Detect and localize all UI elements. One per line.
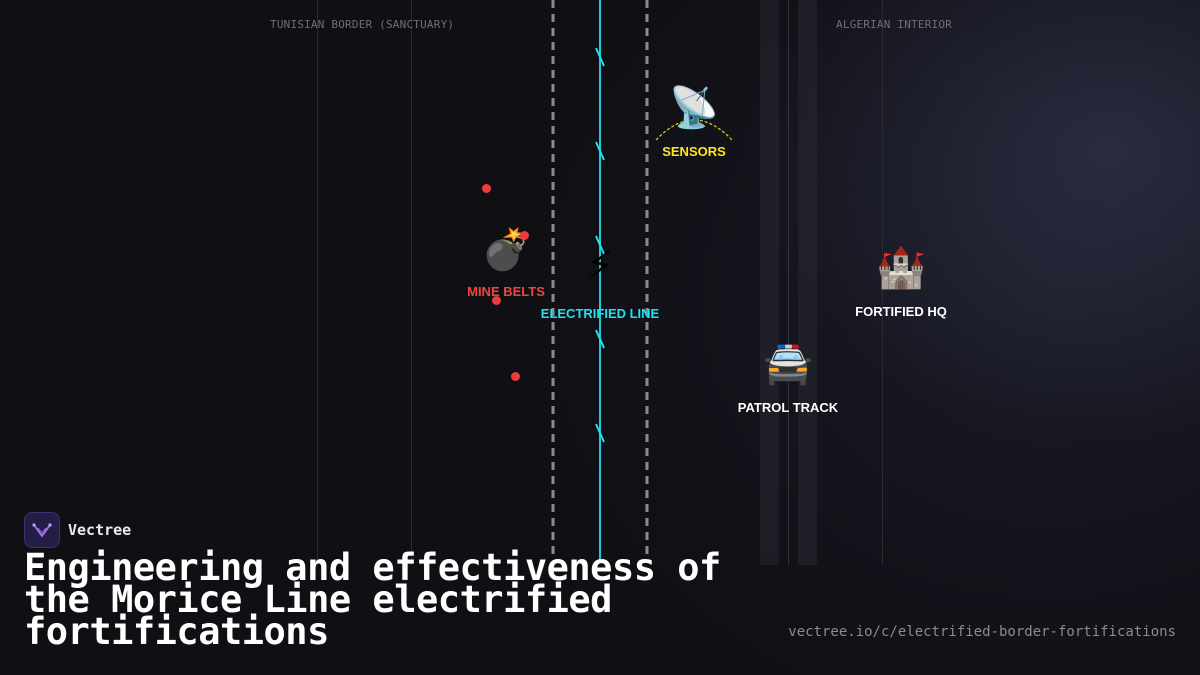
vectree-logo-icon bbox=[24, 512, 60, 548]
brand: Vectree bbox=[24, 512, 131, 548]
node-fortified-hq: 🏰 FORTIFIED HQ bbox=[855, 246, 947, 319]
node-label: FORTIFIED HQ bbox=[855, 304, 947, 319]
node-patrol-track: 🚔 PATROL TRACK bbox=[738, 342, 838, 415]
bomb-icon: 💣 bbox=[481, 227, 531, 273]
interior-line bbox=[788, 0, 789, 565]
zone-label-algerian-interior: ALGERIAN INTERIOR bbox=[836, 18, 952, 31]
castle-icon: 🏰 bbox=[876, 245, 926, 291]
lightning-icon: ⚡ bbox=[585, 243, 615, 289]
node-label: SENSORS bbox=[662, 144, 726, 159]
border-line bbox=[317, 0, 318, 565]
mine-marker bbox=[482, 184, 491, 193]
patrol-road-strip bbox=[798, 0, 817, 565]
brand-name: Vectree bbox=[68, 521, 132, 539]
node-sensors: 📡 SENSORS bbox=[662, 86, 726, 159]
node-label: MINE BELTS bbox=[467, 284, 545, 299]
mine-marker bbox=[492, 296, 501, 305]
node-electrified-line: ⚡ ELECTRIFIED LINE bbox=[541, 244, 659, 321]
interior-line bbox=[882, 0, 883, 565]
mine-marker bbox=[511, 372, 520, 381]
mine-marker bbox=[520, 231, 529, 240]
spark-marks bbox=[595, 47, 605, 443]
source-url[interactable]: vectree.io/c/electrified-border-fortific… bbox=[788, 624, 1176, 640]
node-label: ELECTRIFIED LINE bbox=[540, 306, 660, 321]
zone-label-tunisian-border: TUNISIAN BORDER (SANCTUARY) bbox=[270, 18, 455, 31]
police-car-icon: 🚔 bbox=[763, 341, 813, 387]
satellite-dish-icon: 📡 bbox=[669, 85, 719, 131]
node-mine-belts: 💣 MINE BELTS bbox=[467, 228, 545, 299]
node-label: PATROL TRACK bbox=[737, 400, 839, 415]
page-title: Engineering and effectiveness of the Mor… bbox=[24, 546, 721, 653]
patrol-road-strip bbox=[760, 0, 779, 565]
border-line bbox=[411, 0, 412, 565]
sensor-range-arc bbox=[655, 119, 733, 141]
